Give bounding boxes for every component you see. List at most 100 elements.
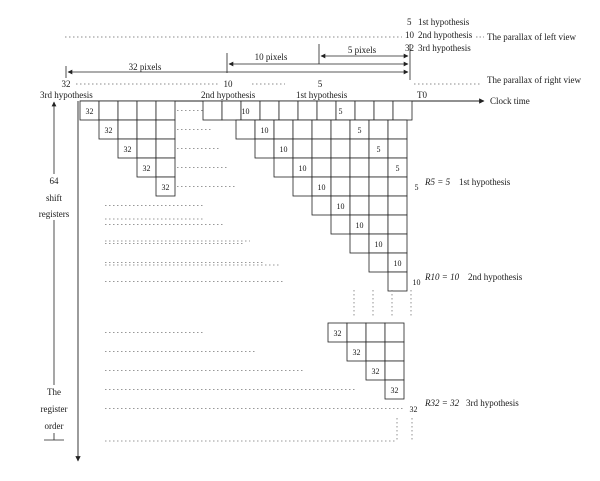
cell-main [330, 157, 351, 178]
cell-left [155, 138, 176, 159]
span-5-label: 5 pixels [348, 45, 377, 55]
cell-bottom [384, 341, 405, 362]
cell-main-label-10: 10 [394, 259, 402, 268]
cell-main-label-10: 10 [280, 145, 288, 154]
cell-left-label: 32 [143, 164, 151, 173]
cell-main [273, 119, 294, 140]
cell-main-label-10: 10 [337, 202, 345, 211]
col-second-label: 2nd hypothesis [201, 90, 256, 100]
cell-main [387, 195, 408, 216]
cell-main [392, 100, 413, 121]
r10-label: 2nd hypothesis [468, 272, 523, 282]
cell-main [297, 100, 318, 121]
r5-prefix: R5 = 5 [424, 177, 451, 187]
cell-left [136, 119, 157, 140]
cell-main-label-10: 10 [356, 221, 364, 230]
r32-label: 3rd hypothesis [466, 398, 519, 408]
cell-main [349, 176, 370, 197]
axis-registers: registers [39, 209, 70, 219]
cell-main [254, 138, 275, 159]
cell-main [387, 271, 408, 292]
t0-label: T0 [417, 90, 427, 100]
cell-main [278, 100, 299, 121]
col-first-label: 1st hypothesis [296, 90, 348, 100]
clock-label: Clock time [490, 96, 530, 106]
hyp3-value: 32 [405, 43, 414, 53]
cell-bottom-label: 32 [391, 386, 399, 395]
cell-bottom-label: 32 [353, 348, 361, 357]
axis-64: 64 [50, 176, 60, 186]
span-32-label: 32 pixels [129, 62, 162, 72]
hyp1-label: 1st hypothesis [418, 17, 470, 27]
span-10-label: 10 pixels [255, 52, 288, 62]
cell-main-label-5: 5 [396, 164, 400, 173]
cell-main-label-5: 5 [377, 145, 381, 154]
cell-main [292, 138, 313, 159]
cell-main [349, 195, 370, 216]
cell-main [373, 100, 394, 121]
cell-main [311, 119, 332, 140]
right-row-32: 32 [62, 79, 71, 89]
cell-main-label-5: 5 [339, 107, 343, 116]
cell-left [155, 100, 176, 121]
cell-bottom [346, 322, 367, 343]
cell-main [311, 157, 332, 178]
cell-main [387, 214, 408, 235]
cell-main-label-10: 10 [261, 126, 269, 135]
cell-main [368, 157, 389, 178]
cell-main-label-10: 10 [299, 164, 307, 173]
cell-main [387, 176, 408, 197]
cell-main [202, 100, 223, 121]
cell-main [368, 176, 389, 197]
cell-left [117, 119, 138, 140]
left-view-label: The parallax of left view [487, 32, 576, 42]
cell-bottom [365, 341, 386, 362]
cell-left [136, 138, 157, 159]
axis-label-bg-a [34, 174, 72, 220]
cell-main [368, 195, 389, 216]
cell-bottom [384, 322, 405, 343]
cell-main-label-10: 10 [413, 278, 421, 287]
cell-main [387, 119, 408, 140]
cell-left [136, 100, 157, 121]
right-row-10: 10 [224, 79, 234, 89]
right-row-5: 5 [318, 79, 323, 89]
cell-bottom-label: 32 [372, 367, 380, 376]
cell-left [155, 119, 176, 140]
cell-main [273, 157, 294, 178]
cell-main [292, 119, 313, 140]
cell-main [368, 214, 389, 235]
cell-main [259, 100, 280, 121]
cell-bottom-label: 32 [410, 405, 418, 414]
cell-bottom [365, 322, 386, 343]
cell-bottom [384, 360, 405, 381]
cell-main [387, 233, 408, 254]
cell-main [330, 138, 351, 159]
cell-main [368, 119, 389, 140]
cell-main [235, 119, 256, 140]
cell-left-label: 32 [86, 107, 94, 116]
cell-main-label-10: 10 [318, 183, 326, 192]
cell-left [98, 100, 119, 121]
cell-left [155, 157, 176, 178]
cell-main [292, 176, 313, 197]
hyp1-value: 5 [407, 17, 412, 27]
axis-label-bg-b [34, 385, 72, 433]
hyp2-label: 2nd hypothesis [418, 30, 473, 40]
axis-order: order [45, 421, 64, 431]
cell-main-label-10: 10 [242, 107, 250, 116]
r32-prefix: R32 = 32 [424, 398, 460, 408]
cell-main [311, 138, 332, 159]
cell-main [368, 252, 389, 273]
cell-left [155, 176, 176, 197]
cell-main [311, 195, 332, 216]
cell-main [349, 233, 370, 254]
hyp2-value: 10 [405, 30, 415, 40]
cell-main [349, 138, 370, 159]
cell-main [330, 119, 351, 140]
cell-left-label: 32 [162, 183, 170, 192]
cell-left [117, 100, 138, 121]
cell-bottom [384, 379, 405, 400]
